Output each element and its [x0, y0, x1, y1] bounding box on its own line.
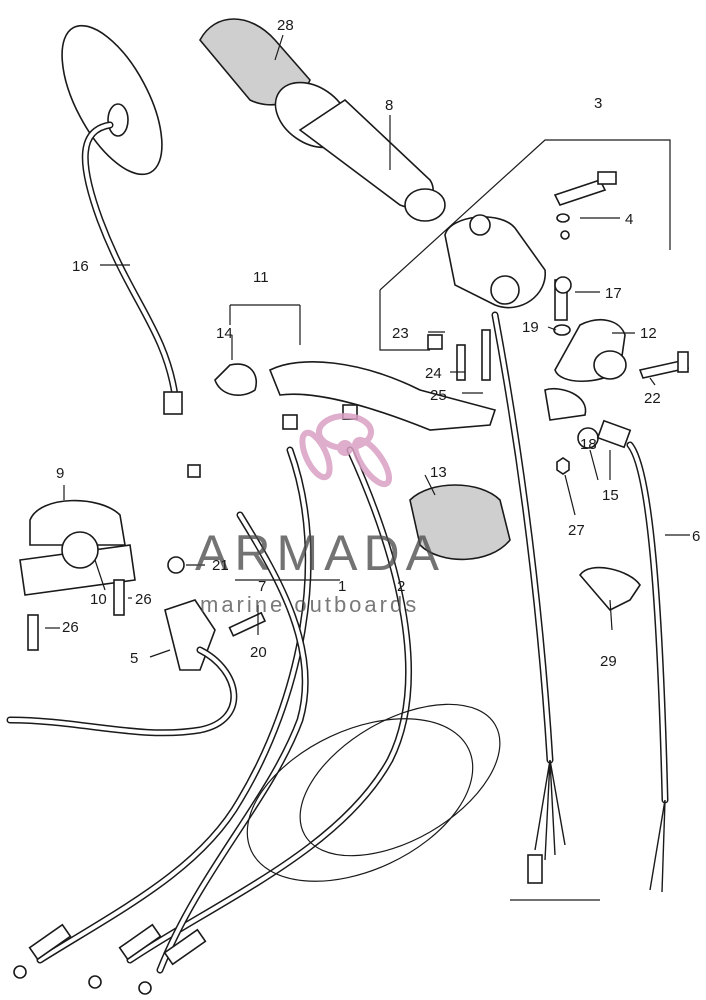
watermark-brand: ARMADA — [195, 525, 445, 581]
callout-13: 13 — [430, 464, 447, 481]
callout-5: 5 — [130, 650, 138, 667]
armada-logo-icon — [299, 413, 393, 488]
callout-15: 15 — [602, 487, 619, 504]
watermark-tagline: marine outboards — [200, 592, 419, 617]
callout-8: 8 — [385, 97, 393, 114]
callout-19: 19 — [522, 319, 539, 336]
callout-27: 27 — [568, 522, 585, 539]
callout-10: 10 — [90, 591, 107, 608]
callout-12: 12 — [640, 325, 657, 342]
callout-21: 21 — [212, 557, 229, 574]
callout-26-left: 26 — [62, 619, 79, 636]
cover-13 — [409, 484, 511, 561]
callout-14: 14 — [216, 325, 233, 342]
bolts — [427, 329, 491, 381]
callout-28: 28 — [277, 17, 294, 34]
callout-25: 25 — [430, 387, 447, 404]
callout-23: 23 — [392, 325, 409, 342]
callout-11: 11 — [253, 269, 269, 286]
handlebar-holder — [19, 499, 185, 651]
cable-clamp — [578, 566, 641, 611]
switch-bracket — [553, 171, 617, 240]
callout-2: 2 — [397, 578, 405, 595]
clutch-lever — [214, 304, 497, 431]
callout-18: 18 — [580, 436, 597, 453]
leader-lines — [45, 34, 690, 658]
watermark: ARMADA marine outboards — [195, 413, 445, 617]
switch-housing — [379, 139, 671, 351]
callout-22: 22 — [644, 390, 661, 407]
callout-16: 16 — [72, 258, 89, 275]
lever-holder — [544, 276, 690, 421]
callout-29: 29 — [600, 653, 617, 670]
control-cables — [13, 404, 501, 995]
callout-7: 7 — [258, 578, 266, 595]
callout-1: 1 — [338, 578, 346, 595]
callout-6: 6 — [692, 528, 700, 545]
lever-switch — [556, 419, 669, 893]
callout-4: 4 — [625, 211, 633, 228]
switch-harness — [491, 311, 600, 901]
mirror — [61, 24, 183, 415]
callout-20: 20 — [250, 644, 267, 661]
callouts: 28 8 3 4 16 11 17 14 23 19 12 24 25 22 1… — [56, 17, 700, 670]
throttle-grip — [199, 18, 446, 222]
callout-24: 24 — [425, 365, 442, 382]
clamp-5 — [6, 599, 267, 737]
callout-9: 9 — [56, 465, 64, 482]
callout-3: 3 — [594, 95, 602, 112]
callout-26-right: 26 — [135, 591, 152, 608]
callout-17: 17 — [605, 285, 622, 302]
